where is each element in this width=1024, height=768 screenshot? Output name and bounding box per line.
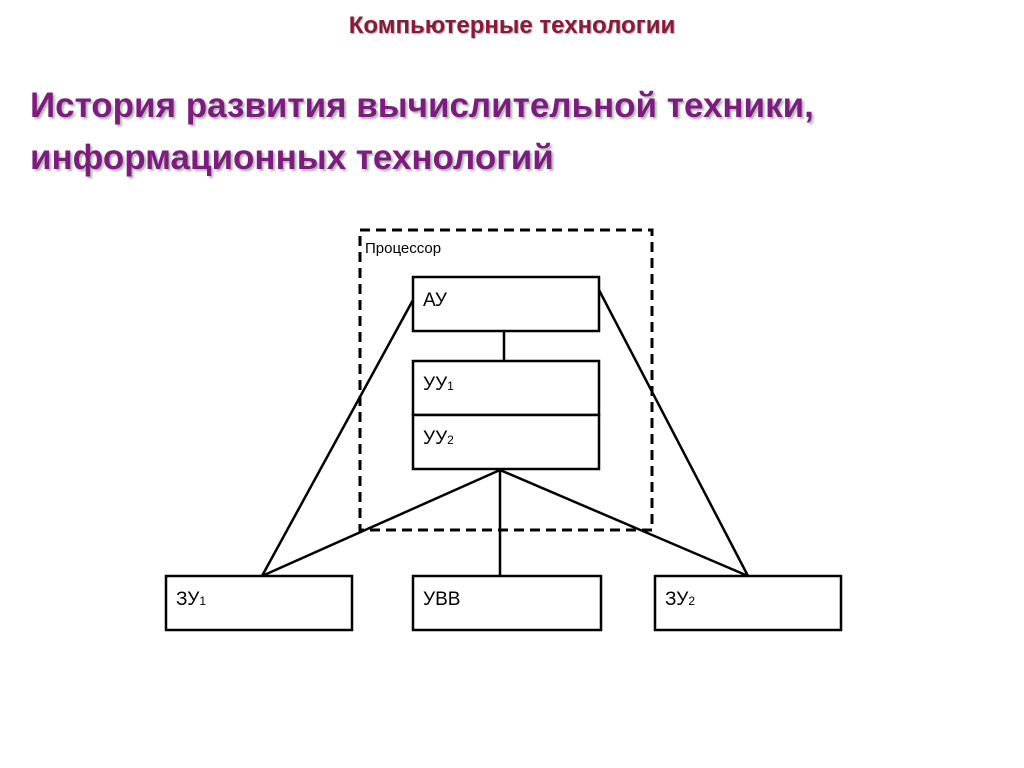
uu1-block (411, 359, 601, 417)
uvv-label: УВВ (423, 589, 460, 610)
uvv-block (411, 574, 603, 632)
uu2-block (411, 413, 601, 471)
au-block (411, 275, 601, 333)
slide-title: История развития вычислительной техники,… (30, 80, 990, 184)
connector-au-zu1 (260, 299, 415, 577)
processor-boundary (358, 228, 654, 532)
zu2-label: ЗУ2 (665, 589, 695, 610)
slide-title-line-1: История развития вычислительной техники, (30, 86, 814, 125)
zu1-block (164, 574, 354, 632)
connector-au-zu2 (597, 289, 750, 577)
zu1-label: ЗУ1 (176, 589, 206, 610)
uu1-label: УУ1 (423, 374, 454, 395)
zu2-block (653, 574, 843, 632)
au-label: АУ (423, 290, 448, 311)
connector-uu-zu1 (261, 468, 501, 578)
slide-header: Компьютерные технологии (348, 12, 676, 39)
uu2-label: УУ2 (423, 428, 454, 449)
processor-label: Процессор (365, 240, 441, 257)
slide-title-line-2: информационных технологий (30, 138, 554, 177)
connector-uu-zu2 (499, 468, 749, 578)
